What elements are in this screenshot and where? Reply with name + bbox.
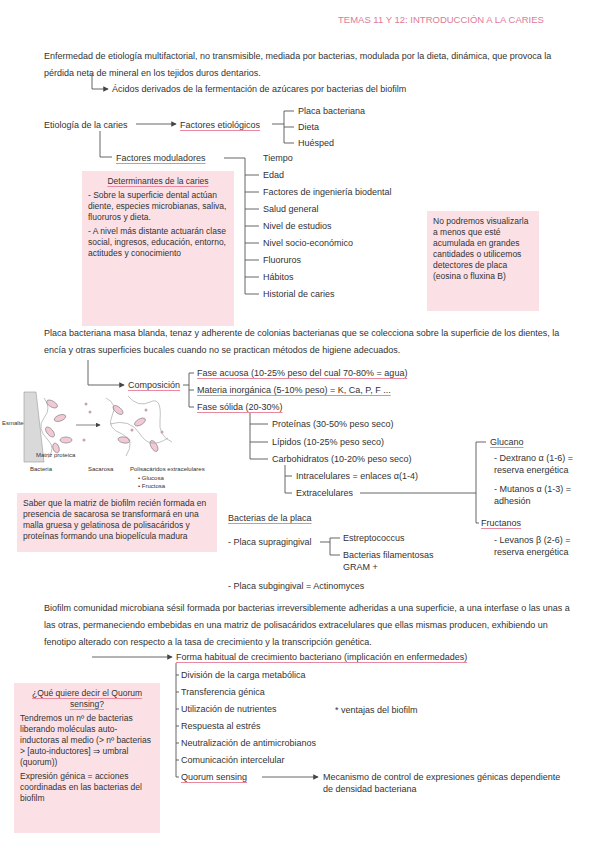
tree-item: Dieta [298,121,319,133]
tree-heading: Glucano [490,436,524,448]
tree-heading: Fructanos [481,517,521,529]
arrow-line [88,360,124,385]
bracket [183,373,194,407]
tree-item: Utilización de nutrientes [181,703,277,715]
tree-item: Respuesta al estrés [181,720,261,732]
figure-label: Bacteria [30,466,52,473]
tree-item: Quorum sensing [181,771,247,783]
bracket [320,538,340,555]
tree-item: Proteínas (30-50% peso seco) [272,418,394,430]
note-box: Saber que la matriz de biofilm recién fo… [17,493,217,552]
tree-heading: Factores etiológicos [180,119,260,131]
box-text: - A nivel más distante actuarán clase so… [88,226,228,259]
definition-paragraph: Placa bacteriana masa blanda, tenaz y ad… [44,325,579,359]
tree-item: - Mutanos α (1-3) = adhesión [494,483,590,507]
tree-heading: Composición [128,379,180,391]
tree-root: Etiología de la caries [44,119,128,131]
polysaccharide-strands [41,396,172,458]
box-heading: Determinantes de la caries [88,176,228,187]
page-title: TEMAS 11 Y 12: INTRODUCCIÓN A LA CARIES [338,14,544,26]
figure-label: • Fructosa [138,483,165,490]
arrow-line [76,425,100,426]
tree-item: Extracelulares [296,487,353,499]
figure-label: • Glucosa [138,475,164,482]
sugar-dots [83,403,164,442]
tree-item: Huésped [298,137,334,149]
bracket [100,131,112,157]
bracket [250,413,268,459]
tree-item: Fluoruros [263,254,301,266]
figure-label: Matriz proteica [36,452,75,459]
box-text: No podremos visualizarla a menos que est… [433,216,533,282]
tree-item: - Dextrano α (1-6) = reserva energética [494,452,590,476]
definition-paragraph: Enfermedad de etiología multifactorial, … [44,48,574,82]
tree-item: Historial de caries [263,288,335,300]
note-text: Ácidos derivados de la fermentación de a… [112,83,406,95]
figure-label: Esmalte [2,420,24,427]
tree-item: Fase acuosa (10-25% peso del cual 70-80%… [197,367,407,379]
tree-item: Placa bacteriana [298,105,365,117]
tree-item: Salud general [263,203,319,215]
note-box: Determinantes de la caries - Sobre la sup… [82,171,234,326]
tree-item: Edad [263,169,284,181]
note-text: * ventajas del biofilm [335,704,418,716]
bracket [272,111,294,143]
tree-item: Carbohidratos (10-20% peso seco) [272,453,412,465]
bacteria-cells [44,398,160,453]
tree-item: Nivel socio-económico [263,237,353,249]
box-text: Saber que la matriz de biofilm recién fo… [23,498,211,542]
tree-item: Nivel de estudios [263,220,332,232]
tree-item: Materia inorgánica (5-10% peso) = K, Ca,… [197,384,391,396]
tree-item: Comunicación intercelular [181,754,285,766]
arrow-line [92,657,172,658]
figure-label: Sacarosa [88,466,113,473]
note-text: Mecanismo de control de expresiones géni… [323,771,563,795]
box-text: - Sobre la superficie dental actúan dien… [88,190,228,223]
tree-item: Fase sólida (20-30%) [197,401,283,413]
tree-item: Factores de ingeniería biodental [263,186,392,198]
tree-heading: Forma habitual de crecimiento bacteriano… [176,651,467,663]
arrow-line [136,124,176,125]
bracket [176,663,179,777]
arrow-line [262,777,318,778]
note-box: ¿Qué quiere decir el Quorum sensing? Tend… [14,683,160,833]
figure-label: Polisacáridos extracelulares [130,466,205,473]
tree-item: - Levanos β (2-6) = reserva energética [494,534,590,558]
box-heading: ¿Qué quiere decir el Quorum sensing? [20,688,154,710]
section-heading: Bacterias de la placa [228,512,312,524]
box-text: Expresión génica = acciones coordinadas … [20,771,154,804]
tree-item: Hábitos [263,271,294,283]
tree-item: Transferencia génica [181,686,265,698]
tree-item: División de la carga metabólica [181,669,306,681]
tree-item: - Placa subgingival = Actinomyces [228,580,364,592]
definition-paragraph: Biofilm comunidad microbiana sésil forma… [44,600,579,651]
tree-item: Neutralización de antimicrobianos [181,737,316,749]
tree-item: Tiempo [263,152,293,164]
tree-item: Lípidos (10-25% peso seco) [272,436,384,448]
note-box: No podremos visualizarla a menos que est… [427,211,539,311]
tree-heading: Factores moduladores [116,152,206,164]
tree-item: - Placa supragingival [228,536,312,548]
box-text: Tendremos un nº de bacterias liberando m… [20,713,154,768]
bracket [285,465,292,493]
tree-item: Intracelulares = enlaces α(1-4) [296,470,418,482]
tree-item: Bacterias filamentosas GRAM + [343,549,453,573]
tree-item: Estreptococcus [343,532,405,544]
